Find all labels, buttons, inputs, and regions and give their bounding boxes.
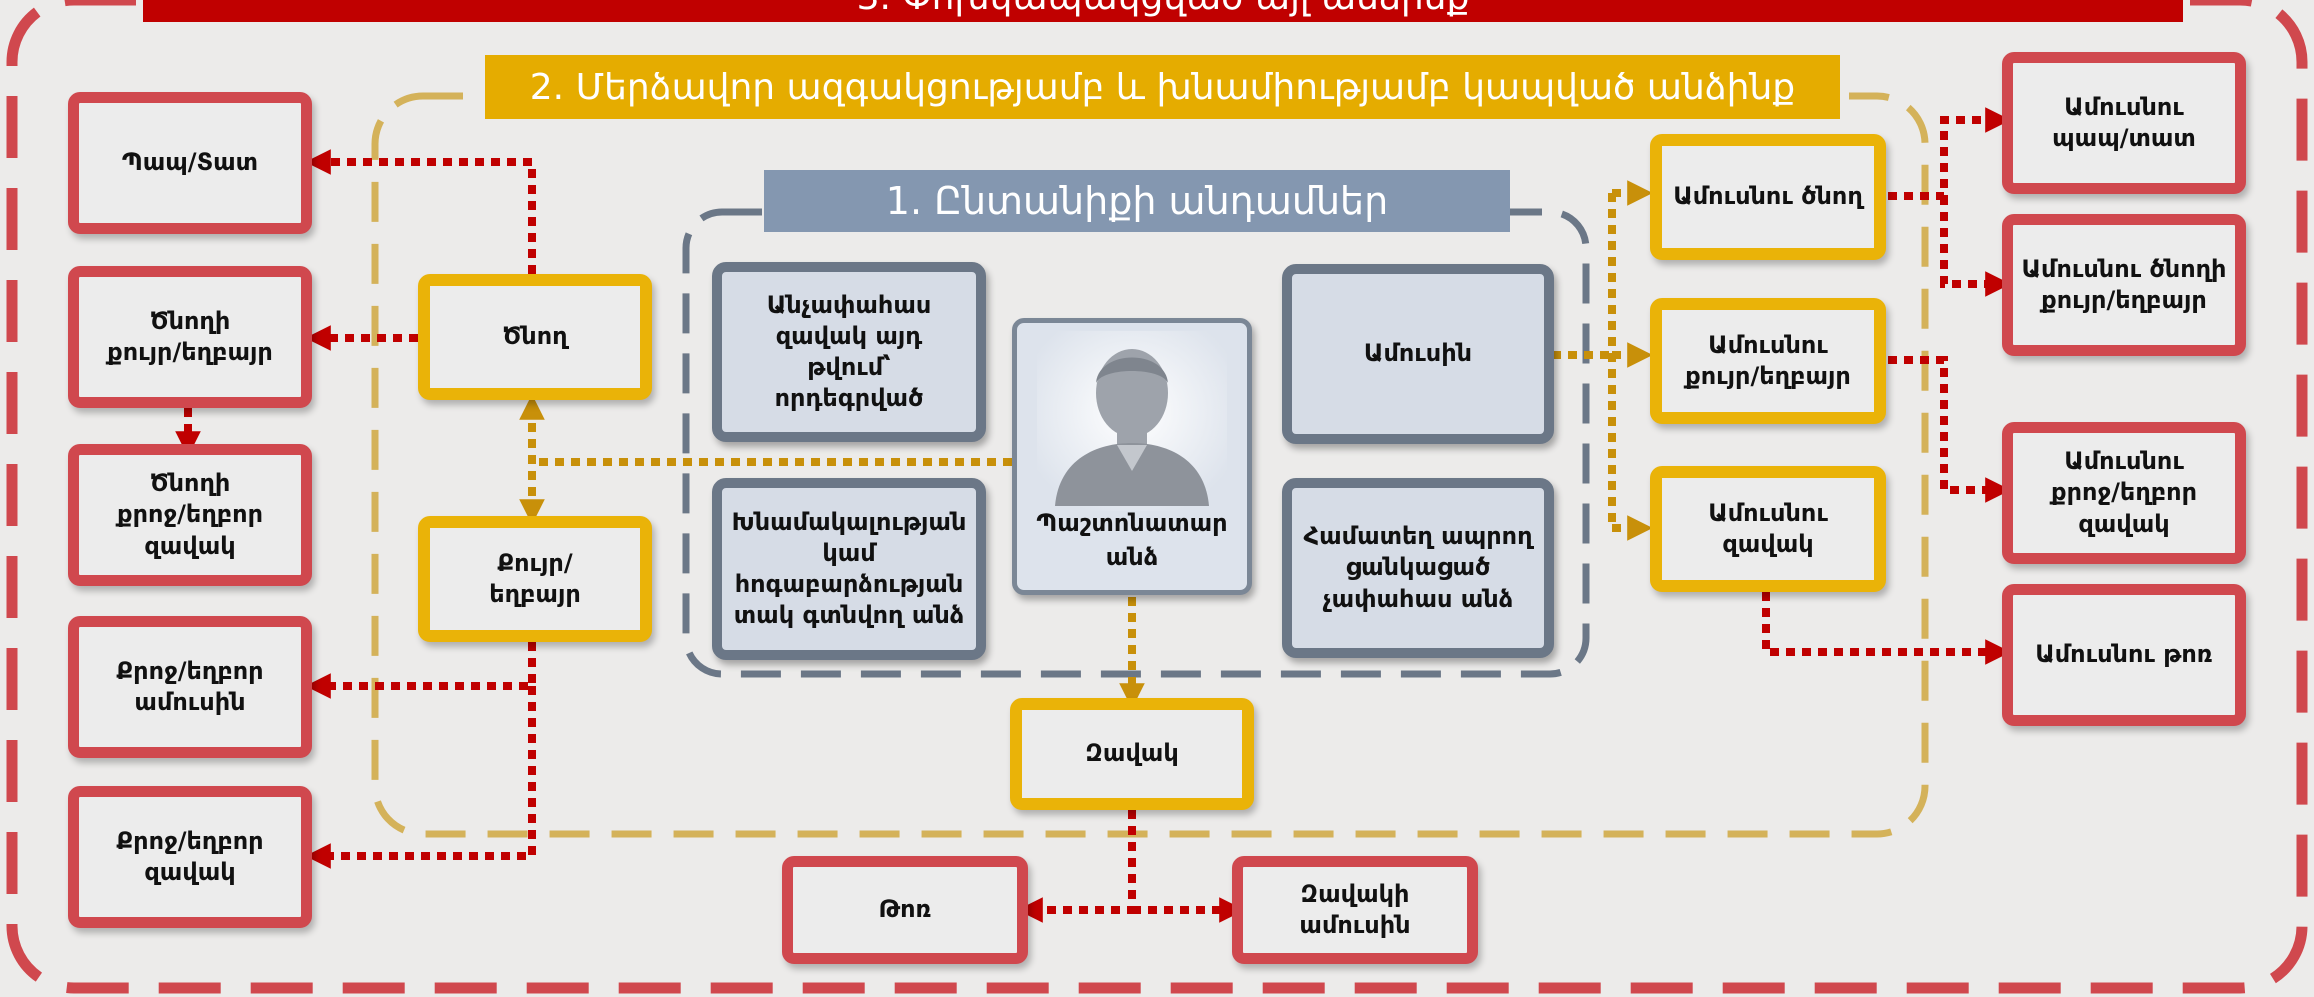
middle-ring: [371, 92, 1929, 838]
sibling-to-sibling-child: [305, 686, 536, 869]
level1-banner: 1. Ընտանիքի անդամներ: [764, 170, 1510, 232]
parent-to-grandparent: [305, 149, 536, 274]
spouse-parent-to-parent-sibling: [1940, 196, 2011, 297]
node-child: Զավակ: [1010, 698, 1254, 810]
spouse-parent-to-grandparent: [1888, 107, 2011, 200]
node-spouse-grandchild: Ամուսնու թոռ: [2002, 584, 2246, 726]
node-spouse-parent: Ամուսնու ծնող: [1650, 134, 1886, 260]
node-official: Պաշտոնատար անձ: [1012, 318, 1252, 595]
node-grandparent: Պապ/Տատ: [68, 92, 312, 234]
official-label: Պաշտոնատար անձ: [1036, 509, 1228, 571]
spouse-sibling-to-child: [1888, 356, 2011, 503]
node-grandchild: Թոռ: [782, 856, 1028, 964]
child-to-grandchild: [1017, 810, 1136, 923]
sibling-to-sibling-spouse: [305, 642, 536, 699]
person-avatar-icon: [1037, 331, 1227, 511]
outer-ring: [6, 0, 2308, 994]
inner-ring: [682, 208, 1590, 678]
node-spouse: Ամուսին: [1282, 264, 1554, 444]
node-sibling: Քույր/եղբայր: [418, 516, 652, 642]
spouse-child-to-grandchild: [1762, 592, 2011, 665]
level2-banner: 2. Մերձավոր ազգակցությամբ և խնամիությամբ…: [485, 55, 1840, 119]
node-parent: Ծնող: [418, 274, 652, 400]
level3-banner: 3. Փոխկապակցված այլ անձինք: [143, 0, 2183, 22]
